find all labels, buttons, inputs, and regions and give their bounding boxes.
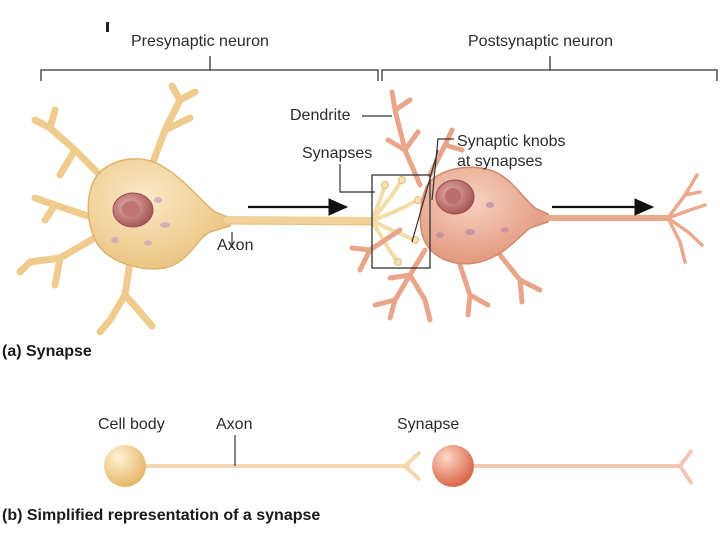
presynaptic-neuron xyxy=(16,82,422,336)
presynaptic-dendrites xyxy=(16,82,199,336)
simplified-terminal xyxy=(402,450,422,482)
synapse-highlight-box xyxy=(371,174,431,269)
synapses-label: Synapses xyxy=(302,145,373,162)
postsynaptic-bracket xyxy=(381,56,718,81)
leader-lines xyxy=(231,115,454,248)
axon-terminals xyxy=(370,178,420,264)
presynaptic-axon xyxy=(224,216,376,225)
caption-a: (a) Synapse xyxy=(2,343,92,360)
axon-label-b: Axon xyxy=(216,416,253,433)
cell-body-label: Cell body xyxy=(98,416,165,433)
dendrite-label: Dendrite xyxy=(290,107,351,124)
simplified-cell-body xyxy=(104,445,146,487)
simplified-postsynaptic-terminal xyxy=(678,448,694,486)
presynaptic-bracket xyxy=(40,56,379,81)
top-mark xyxy=(106,22,109,32)
axon-label-a: Axon xyxy=(217,237,254,254)
simplified-postsynaptic-cell xyxy=(432,445,474,487)
postsynaptic-neuron-label: Postsynaptic neuron xyxy=(468,33,613,50)
synapse-label-b: Synapse xyxy=(397,416,460,433)
simplified-diagram xyxy=(104,435,694,487)
synaptic-knobs-label-line1: Synaptic knobs xyxy=(457,133,566,150)
synaptic-knobs-label-line2: at synapses xyxy=(457,153,543,170)
postsynaptic-neuron xyxy=(349,89,707,323)
caption-b: (b) Simplified representation of a synap… xyxy=(2,507,321,524)
postsynaptic-axon-terminals xyxy=(666,173,707,264)
presynaptic-neuron-label: Presynaptic neuron xyxy=(131,33,269,50)
